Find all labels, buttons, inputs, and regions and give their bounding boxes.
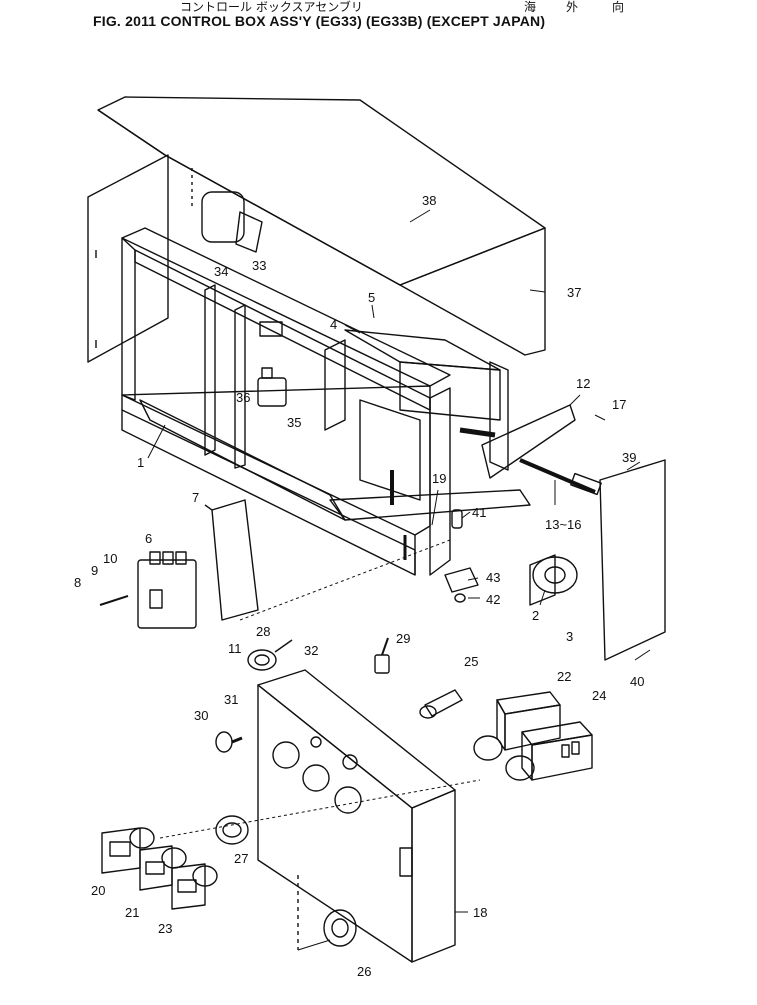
part-30-part — [215, 731, 243, 753]
callout-30: 30 — [194, 708, 208, 723]
callout-29: 29 — [396, 631, 410, 646]
callout-43: 43 — [486, 570, 500, 585]
part-26-part — [323, 909, 357, 947]
callout-42: 42 — [486, 592, 500, 607]
callout-31: 31 — [224, 692, 238, 707]
callout-17: 17 — [612, 397, 626, 412]
callout-5: 5 — [368, 290, 375, 305]
part-27-part — [215, 815, 249, 845]
main-frame-part — [121, 227, 531, 576]
callout-40: 40 — [630, 674, 644, 689]
left-side-panel-part — [87, 154, 169, 363]
plate-12-part — [459, 404, 602, 496]
callout-12: 12 — [576, 376, 590, 391]
callout-33: 33 — [252, 258, 266, 273]
part-25-part — [419, 689, 463, 719]
side-panel-39-part — [599, 459, 666, 661]
callout-8: 8 — [74, 575, 81, 590]
relay-35-part — [257, 321, 287, 407]
callout-24: 24 — [592, 688, 606, 703]
callout-18: 18 — [473, 905, 487, 920]
part-22-part — [473, 691, 561, 761]
bracket-7-part — [204, 499, 259, 621]
callout-4: 4 — [330, 317, 337, 332]
callout-20: 20 — [91, 883, 105, 898]
callout-32: 32 — [304, 643, 318, 658]
callout-23: 23 — [158, 921, 172, 936]
callout-7: 7 — [192, 490, 199, 505]
callout-22: 22 — [557, 669, 571, 684]
callout-10: 10 — [103, 551, 117, 566]
leader-lines — [147, 209, 651, 951]
callout-35: 35 — [287, 415, 301, 430]
callout-38: 38 — [422, 193, 436, 208]
region-char-1: 海 — [524, 0, 537, 14]
callout-26: 26 — [357, 964, 371, 979]
callout-27: 27 — [234, 851, 248, 866]
callout-19: 19 — [432, 471, 446, 486]
callout-9: 9 — [91, 563, 98, 578]
region-char-2: 外 — [566, 0, 579, 14]
bracket-33-part — [201, 191, 263, 253]
callout-28: 28 — [256, 624, 270, 639]
callout-39: 39 — [622, 450, 636, 465]
part-41-43-group — [444, 509, 479, 603]
region-char-3: 向 — [612, 0, 625, 14]
part-29-part — [374, 637, 390, 674]
callout-1: 1 — [137, 455, 144, 470]
callout-2: 2 — [532, 608, 539, 623]
callout-36: 36 — [236, 390, 250, 405]
meter-21-part — [139, 845, 187, 891]
callout-3: 3 — [566, 629, 573, 644]
callout-21: 21 — [125, 905, 139, 920]
part-24-part — [505, 721, 593, 781]
breaker-6-part — [99, 551, 197, 629]
callout-labels: 1 2 3 4 5 6 7 8 9 10 11 12 13~16 17 18 1… — [74, 193, 644, 979]
top-cover-part — [97, 96, 546, 356]
callout-37: 37 — [567, 285, 581, 300]
part-28-part — [247, 639, 293, 671]
japanese-title: コントロール ボックスアセンブリ — [180, 0, 363, 14]
callout-25: 25 — [464, 654, 478, 669]
callout-13-16: 13~16 — [545, 517, 582, 532]
meter-23-part — [171, 863, 218, 910]
callout-34: 34 — [214, 264, 228, 279]
callout-11: 11 — [228, 641, 242, 656]
front-panel-18-part — [257, 669, 456, 963]
figure-title: FIG. 2011 CONTROL BOX ASS'Y (EG33) (EG33… — [93, 13, 546, 29]
callout-41: 41 — [472, 505, 486, 520]
callout-6: 6 — [145, 531, 152, 546]
coil-2-part — [529, 554, 578, 606]
